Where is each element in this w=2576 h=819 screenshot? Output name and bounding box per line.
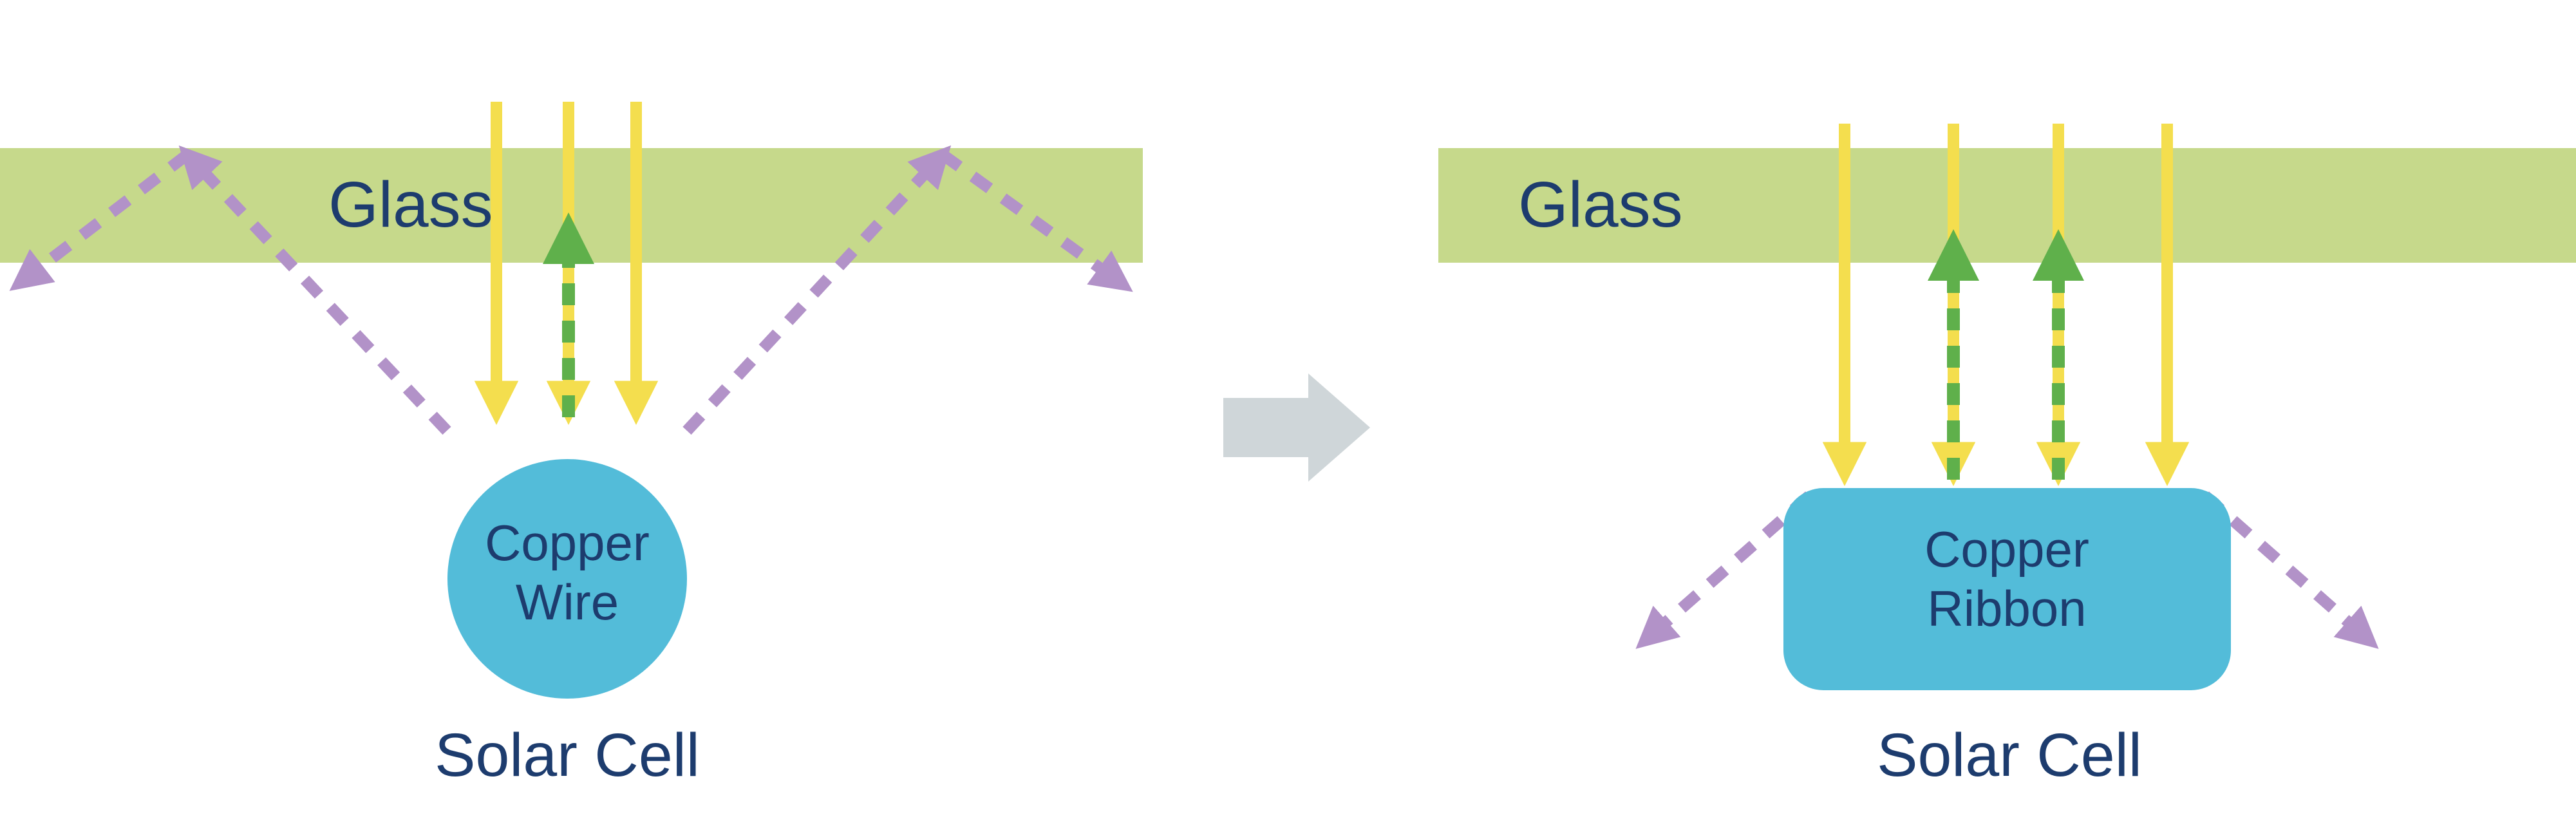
reflected-light-arrow bbox=[682, 145, 952, 435]
glass-layer bbox=[1438, 148, 2576, 263]
transition-arrow-icon bbox=[1223, 373, 1370, 482]
copper-ribbon bbox=[1783, 488, 2231, 690]
right-diagram: Glass Copper Ribbon Solar Cell bbox=[1438, 124, 2576, 789]
solar-cell-caption: Solar Cell bbox=[1877, 721, 2142, 789]
glass-label: Glass bbox=[1518, 169, 1683, 241]
copper-ribbon-label-line2: Ribbon bbox=[1927, 580, 2086, 637]
copper-wire-label-line2: Wire bbox=[516, 574, 619, 630]
solar-cell-caption: Solar Cell bbox=[435, 721, 700, 789]
copper-wire-label-line1: Copper bbox=[485, 514, 650, 571]
copper-wire bbox=[447, 459, 687, 699]
glass-label: Glass bbox=[328, 169, 493, 241]
copper-ribbon-label-line1: Copper bbox=[1924, 521, 2089, 578]
reflected-light-arrow bbox=[178, 145, 451, 435]
left-diagram: Glass Copper Wire Solar Cell bbox=[0, 102, 1143, 789]
